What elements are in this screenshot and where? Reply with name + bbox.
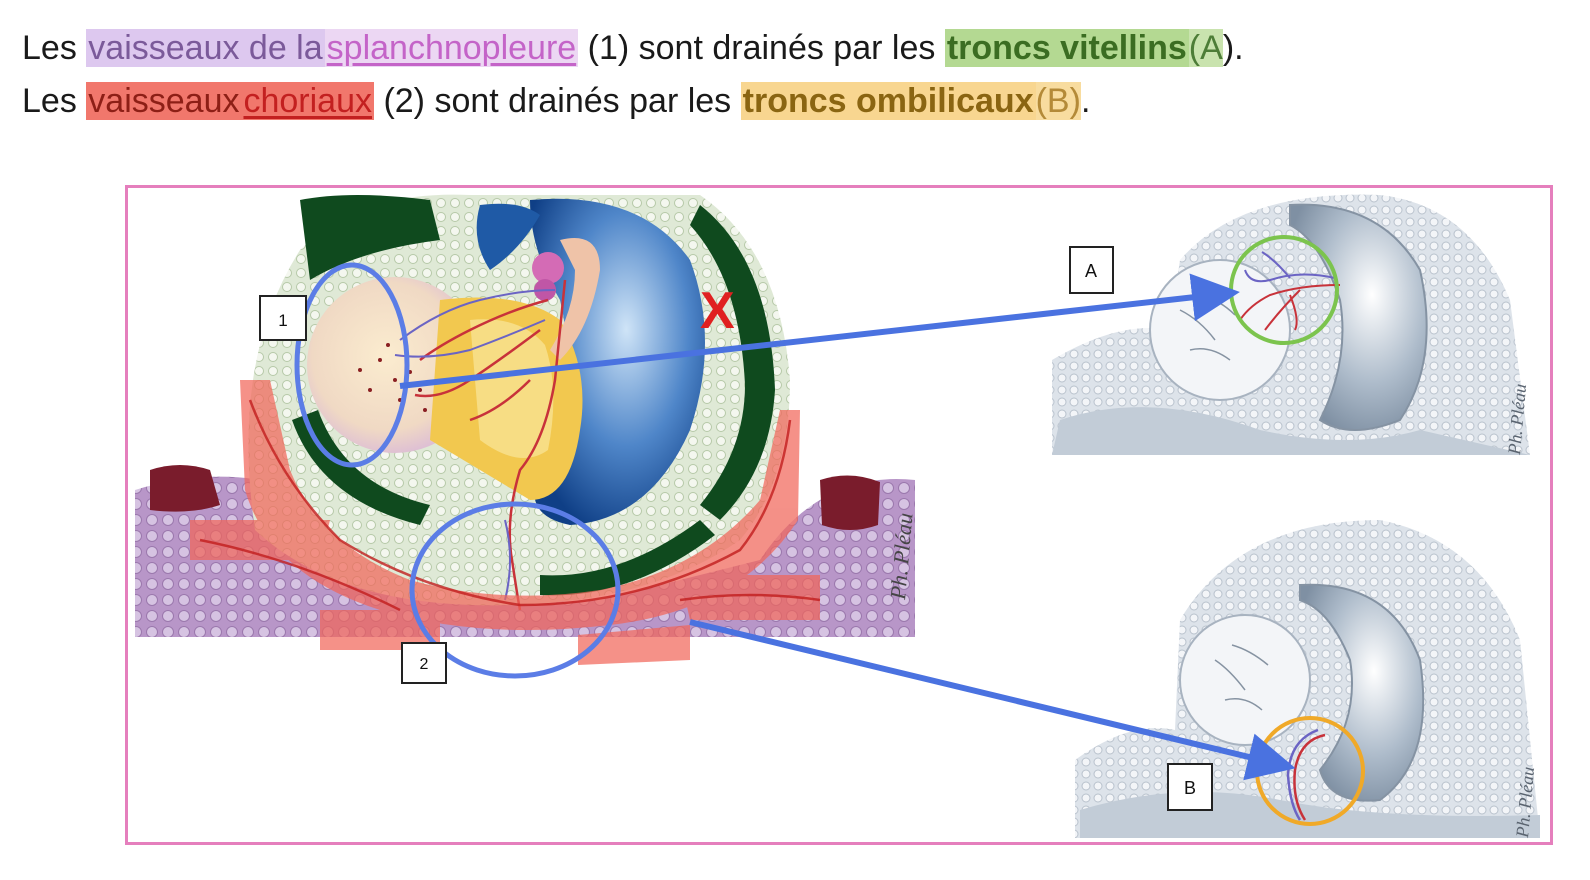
term-vaisseaux: vaisseaux bbox=[86, 82, 242, 120]
region-1-circle bbox=[294, 262, 410, 468]
label-box-2: 2 bbox=[401, 642, 447, 684]
region-2-circle bbox=[409, 501, 621, 679]
excluded-cross-mark: X bbox=[700, 282, 735, 340]
term-choriaux: choriaux bbox=[241, 82, 374, 120]
ref-a: A bbox=[1200, 29, 1223, 67]
main-illustration: Ph. Pléau bbox=[135, 194, 918, 665]
label-box-a: A bbox=[1069, 246, 1114, 294]
term-vaisseaux-splanchnopleure: vaisseaux de la bbox=[86, 29, 325, 67]
ref-close-a: ). bbox=[1222, 29, 1244, 67]
ref-b: (B) bbox=[1035, 82, 1081, 120]
figure-frame bbox=[125, 185, 1553, 845]
term-splanchnopleure: splanchnopleure bbox=[324, 29, 579, 67]
ref-open-a: ( bbox=[1188, 29, 1201, 67]
label-1: 1 bbox=[278, 311, 287, 330]
line2-lead: Les bbox=[22, 82, 77, 120]
term-troncs-ombilicaux: troncs ombilicaux bbox=[740, 82, 1036, 120]
label-box-1: 1 bbox=[259, 295, 307, 341]
label-2: 2 bbox=[420, 656, 429, 673]
line2-middle: (2) sont drainés par les bbox=[383, 82, 732, 120]
panel-b-illustration: Ph. Pléau bbox=[1075, 515, 1540, 840]
label-box-b: B bbox=[1167, 763, 1213, 811]
line1-middle: (1) sont drainés par les bbox=[587, 29, 936, 67]
arrow-to-troncs-vitellins bbox=[399, 273, 1240, 389]
panel-a-illustration: Ph. Pléau bbox=[1052, 194, 1530, 456]
label-a: A bbox=[1085, 261, 1097, 281]
arrow-to-troncs-ombilicaux bbox=[689, 619, 1296, 781]
term-troncs-vitellins: troncs vitellins bbox=[944, 29, 1189, 67]
line2-end: . bbox=[1080, 82, 1091, 120]
line1-lead: Les bbox=[22, 29, 77, 67]
label-b: B bbox=[1184, 778, 1196, 798]
